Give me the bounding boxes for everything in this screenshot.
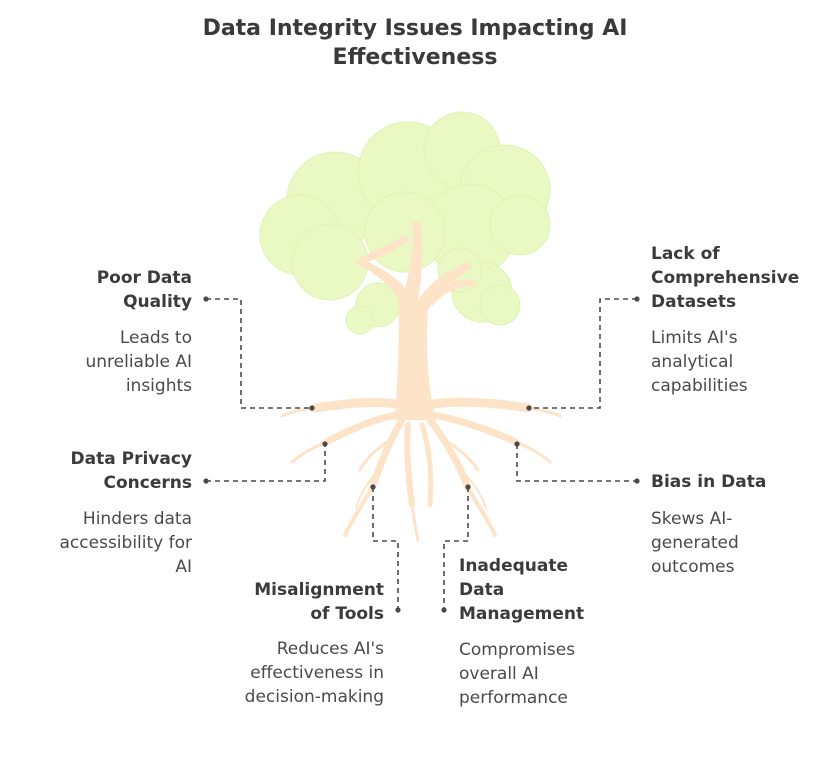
desc-line: performance [459,688,568,708]
item-bias-desc: Skews AI- generated outcomes [651,507,821,579]
item-poor-data-quality-desc: Leads to unreliable AI insights [2,326,192,398]
title-line: Lack of [651,244,720,264]
item-inadequate-desc: Compromises overall AI performance [459,638,639,710]
item-bias-title: Bias in Data [651,470,821,494]
desc-line: outcomes [651,557,735,577]
title-line-1: Data Integrity Issues Impacting AI [202,16,628,41]
title-line: Poor Data [96,268,192,288]
title-line: Bias in Data [651,472,767,492]
connector-misalignment [372,487,399,610]
item-misalignment-desc: Reduces AI's effectiveness in decision-m… [184,637,384,709]
item-misalignment-title: Misalignment of Tools [184,578,384,626]
desc-line: effectiveness in [250,663,384,683]
connector-data-privacy [206,444,326,482]
title-line: Misalignment [254,580,384,600]
title-line: Datasets [651,292,737,312]
connector-lack [529,298,637,409]
connector-bias [516,444,637,482]
title-line: Concerns [103,473,192,493]
desc-line: analytical [651,352,734,372]
desc-line: insights [125,376,192,396]
tree-roots [280,397,562,542]
title-line: Quality [123,292,192,312]
desc-line: Leads to [119,328,192,348]
title-line: of Tools [310,604,384,624]
connector-dots [203,296,640,613]
title-line: Data [459,580,505,600]
desc-line: Compromises [459,640,576,660]
desc-line: Skews AI- [651,509,733,529]
tree-trunk [355,222,475,420]
connector-inadequate [443,487,469,610]
item-lack-title: Lack of Comprehensive Datasets [651,242,826,314]
tree-foliage [259,111,551,335]
item-data-privacy-desc: Hinders data accessibility for AI [2,507,192,579]
title-line: Comprehensive [651,268,800,288]
item-lack-desc: Limits AI's analytical capabilities [651,326,826,398]
desc-line: accessibility for [59,533,192,553]
item-poor-data-quality-title: Poor Data Quality [2,266,192,314]
desc-line: AI [175,557,192,577]
desc-line: overall AI [459,664,539,684]
diagram-title: Data Integrity Issues Impacting AI Effec… [115,14,715,72]
item-data-privacy-title: Data Privacy Concerns [2,447,192,495]
title-line: Inadequate [459,556,568,576]
title-line-2: Effectiveness [332,45,498,70]
item-inadequate-title: Inadequate Data Management [459,554,639,626]
connectors [206,298,637,610]
desc-line: unreliable AI [85,352,192,372]
desc-line: capabilities [651,376,748,396]
desc-line: Reduces AI's [276,639,384,659]
title-line: Management [459,604,585,624]
desc-line: Limits AI's [651,328,738,348]
title-line: Data Privacy [70,449,192,469]
desc-line: generated [651,533,739,553]
connector-poor-data-quality [206,298,312,409]
desc-line: Hinders data [82,509,192,529]
desc-line: decision-making [244,687,384,707]
